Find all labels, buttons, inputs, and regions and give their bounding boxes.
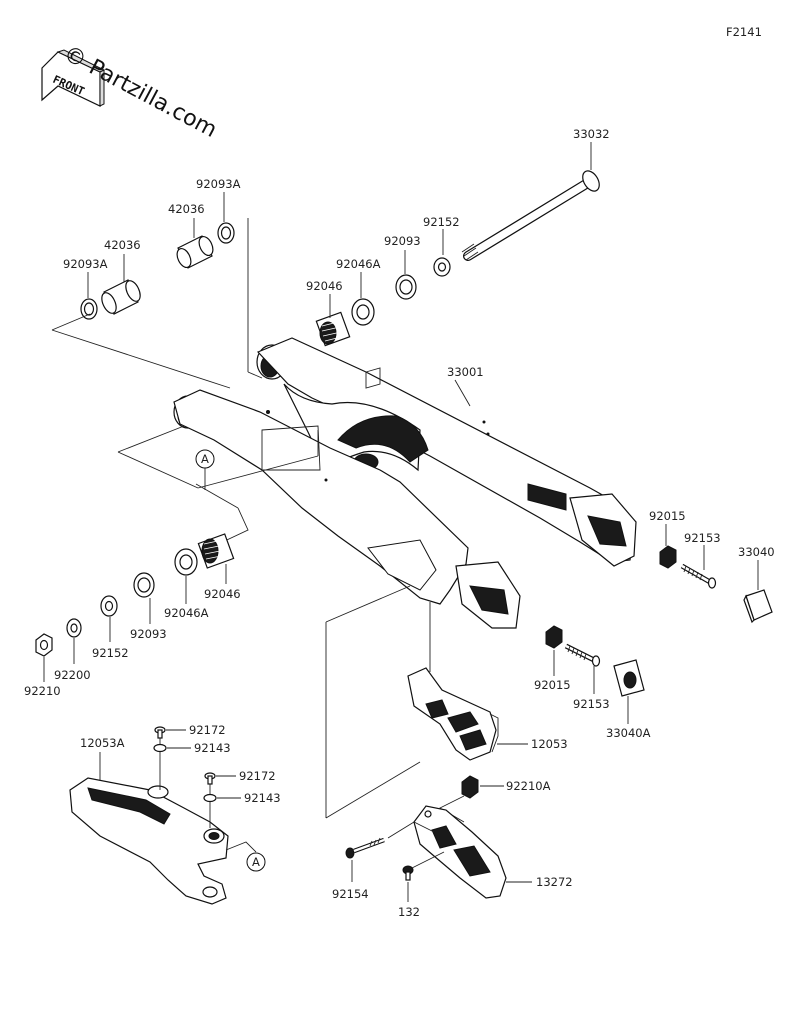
label-92015-right: 92015 [649, 509, 686, 523]
label-42036-upper: 42036 [168, 202, 205, 216]
label-92143-b: 92143 [244, 791, 281, 805]
label-13272: 13272 [536, 875, 573, 889]
chain-slider-12053 [407, 667, 499, 761]
label-33032: 33032 [573, 127, 610, 141]
nut-92015-right [659, 545, 677, 569]
nut-92210A [461, 775, 479, 799]
label-92093-bottom: 92093 [130, 627, 167, 641]
screw-92172-b [204, 772, 216, 785]
label-92093A-upper: 92093A [196, 177, 241, 191]
label-33001: 33001 [447, 365, 484, 379]
label-92046-top: 92046 [306, 279, 343, 293]
label-132: 132 [398, 905, 420, 919]
label-92200: 92200 [54, 668, 91, 682]
bolt-92153-right [680, 563, 717, 589]
figure-code: F2141 [726, 25, 762, 39]
label-33040A: 33040A [606, 726, 651, 740]
adjuster-33040 [743, 589, 773, 624]
label-92143-a: 92143 [194, 741, 231, 755]
label-92172-a: 92172 [189, 723, 226, 737]
screw-132 [402, 865, 414, 881]
chain-slider-12053A [69, 777, 229, 905]
swingarm-33001 [173, 337, 637, 629]
callout-a-upper-letter: A [201, 452, 209, 466]
front-arrow-icon: FRONT [41, 49, 106, 107]
sleeve-42036-lower [101, 279, 141, 315]
label-12053: 12053 [531, 737, 568, 751]
bearing-92046-bottom [197, 533, 235, 569]
label-33040: 33040 [738, 545, 775, 559]
label-92152-bottom: 92152 [92, 646, 129, 660]
label-92153-right: 92153 [684, 531, 721, 545]
label-92046-bottom: 92046 [204, 587, 241, 601]
label-92046A-bottom: 92046A [164, 606, 209, 620]
collar-92143-b [203, 793, 217, 803]
callout-a-lower [246, 852, 266, 872]
nut-92015-mid [545, 625, 563, 649]
callout-a-lower-letter: A [252, 855, 260, 869]
label-92154: 92154 [332, 887, 369, 901]
chain-guide-13272 [413, 805, 507, 899]
label-42036-lower: 42036 [104, 238, 141, 252]
collar-92143-a [153, 743, 167, 753]
bolt-92153-mid [564, 643, 601, 667]
label-12053A: 12053A [80, 736, 125, 750]
adjuster-33040A [613, 659, 645, 697]
label-92093-top: 92093 [384, 234, 421, 248]
screw-92172-a [154, 726, 166, 739]
label-92046A-top: 92046A [336, 257, 381, 271]
axle-33032 [461, 170, 600, 261]
label-92015-mid: 92015 [534, 678, 571, 692]
label-92210: 92210 [24, 684, 61, 698]
bearing-92046-top [315, 311, 351, 347]
bolt-92154 [345, 837, 385, 859]
label-92210A: 92210A [506, 779, 551, 793]
label-92152-top: 92152 [423, 215, 460, 229]
sleeve-42036-upper [176, 235, 214, 269]
label-92153-mid: 92153 [573, 697, 610, 711]
label-92172-b: 92172 [239, 769, 276, 783]
label-92093A-lower: 92093A [63, 257, 108, 271]
